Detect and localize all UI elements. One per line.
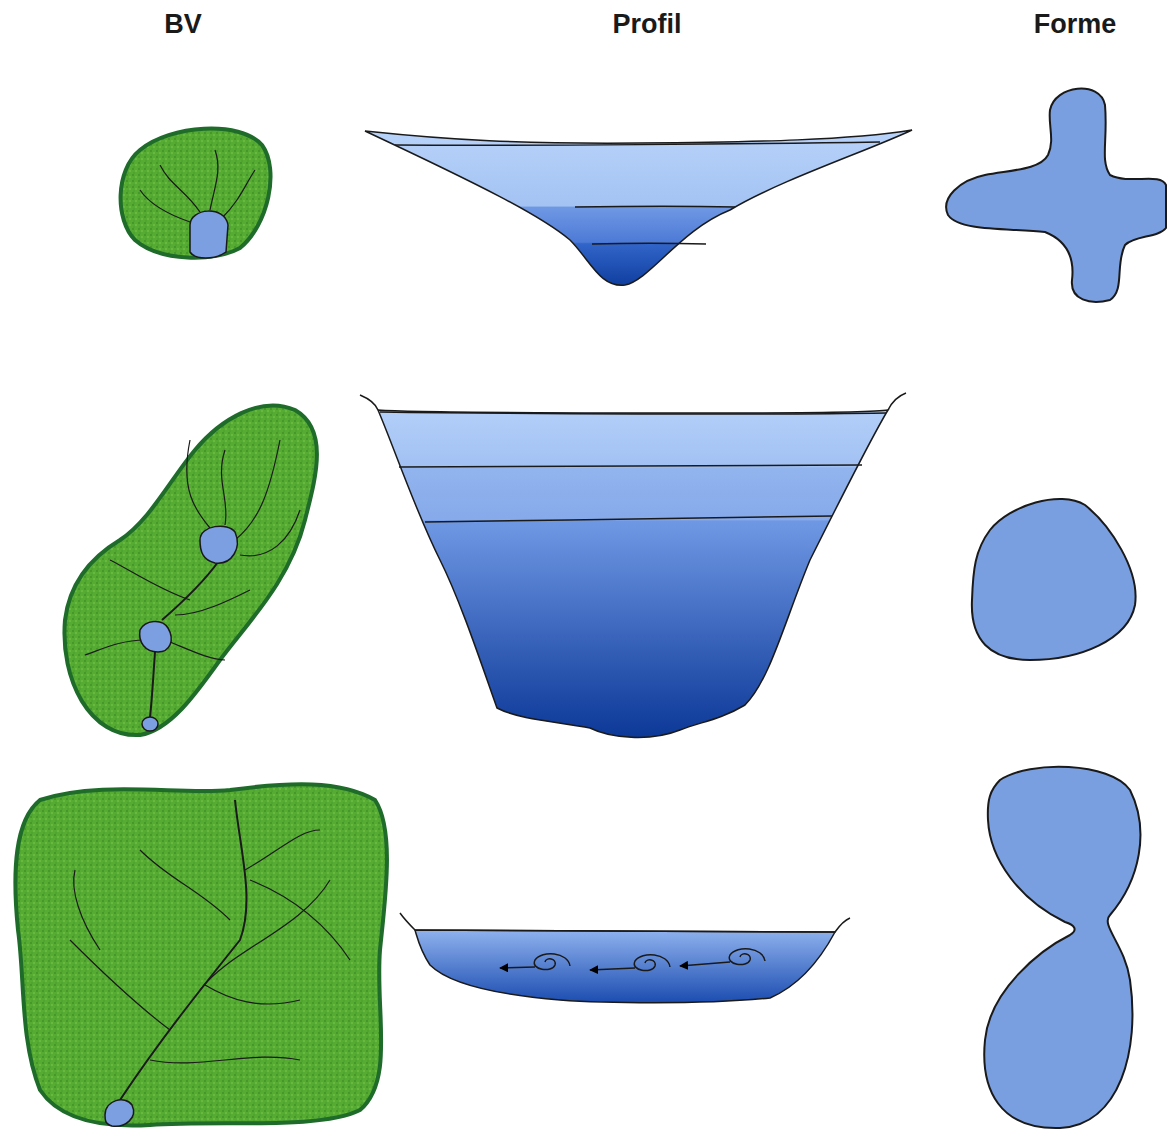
column-heading: Profil xyxy=(612,9,681,40)
column-heading: Forme xyxy=(1034,9,1117,40)
lake-shape-cross xyxy=(946,89,1166,302)
lake-shape-round xyxy=(972,499,1136,660)
watershed-large xyxy=(15,784,387,1126)
profile-deep xyxy=(360,393,906,737)
column-heading: BV xyxy=(164,9,202,40)
watershed-small xyxy=(121,129,271,258)
watershed-chain xyxy=(64,406,316,736)
lake-shape-twin-basin xyxy=(984,767,1140,1128)
profile-v-shaped xyxy=(365,130,912,285)
profile-shallow xyxy=(400,913,850,1003)
